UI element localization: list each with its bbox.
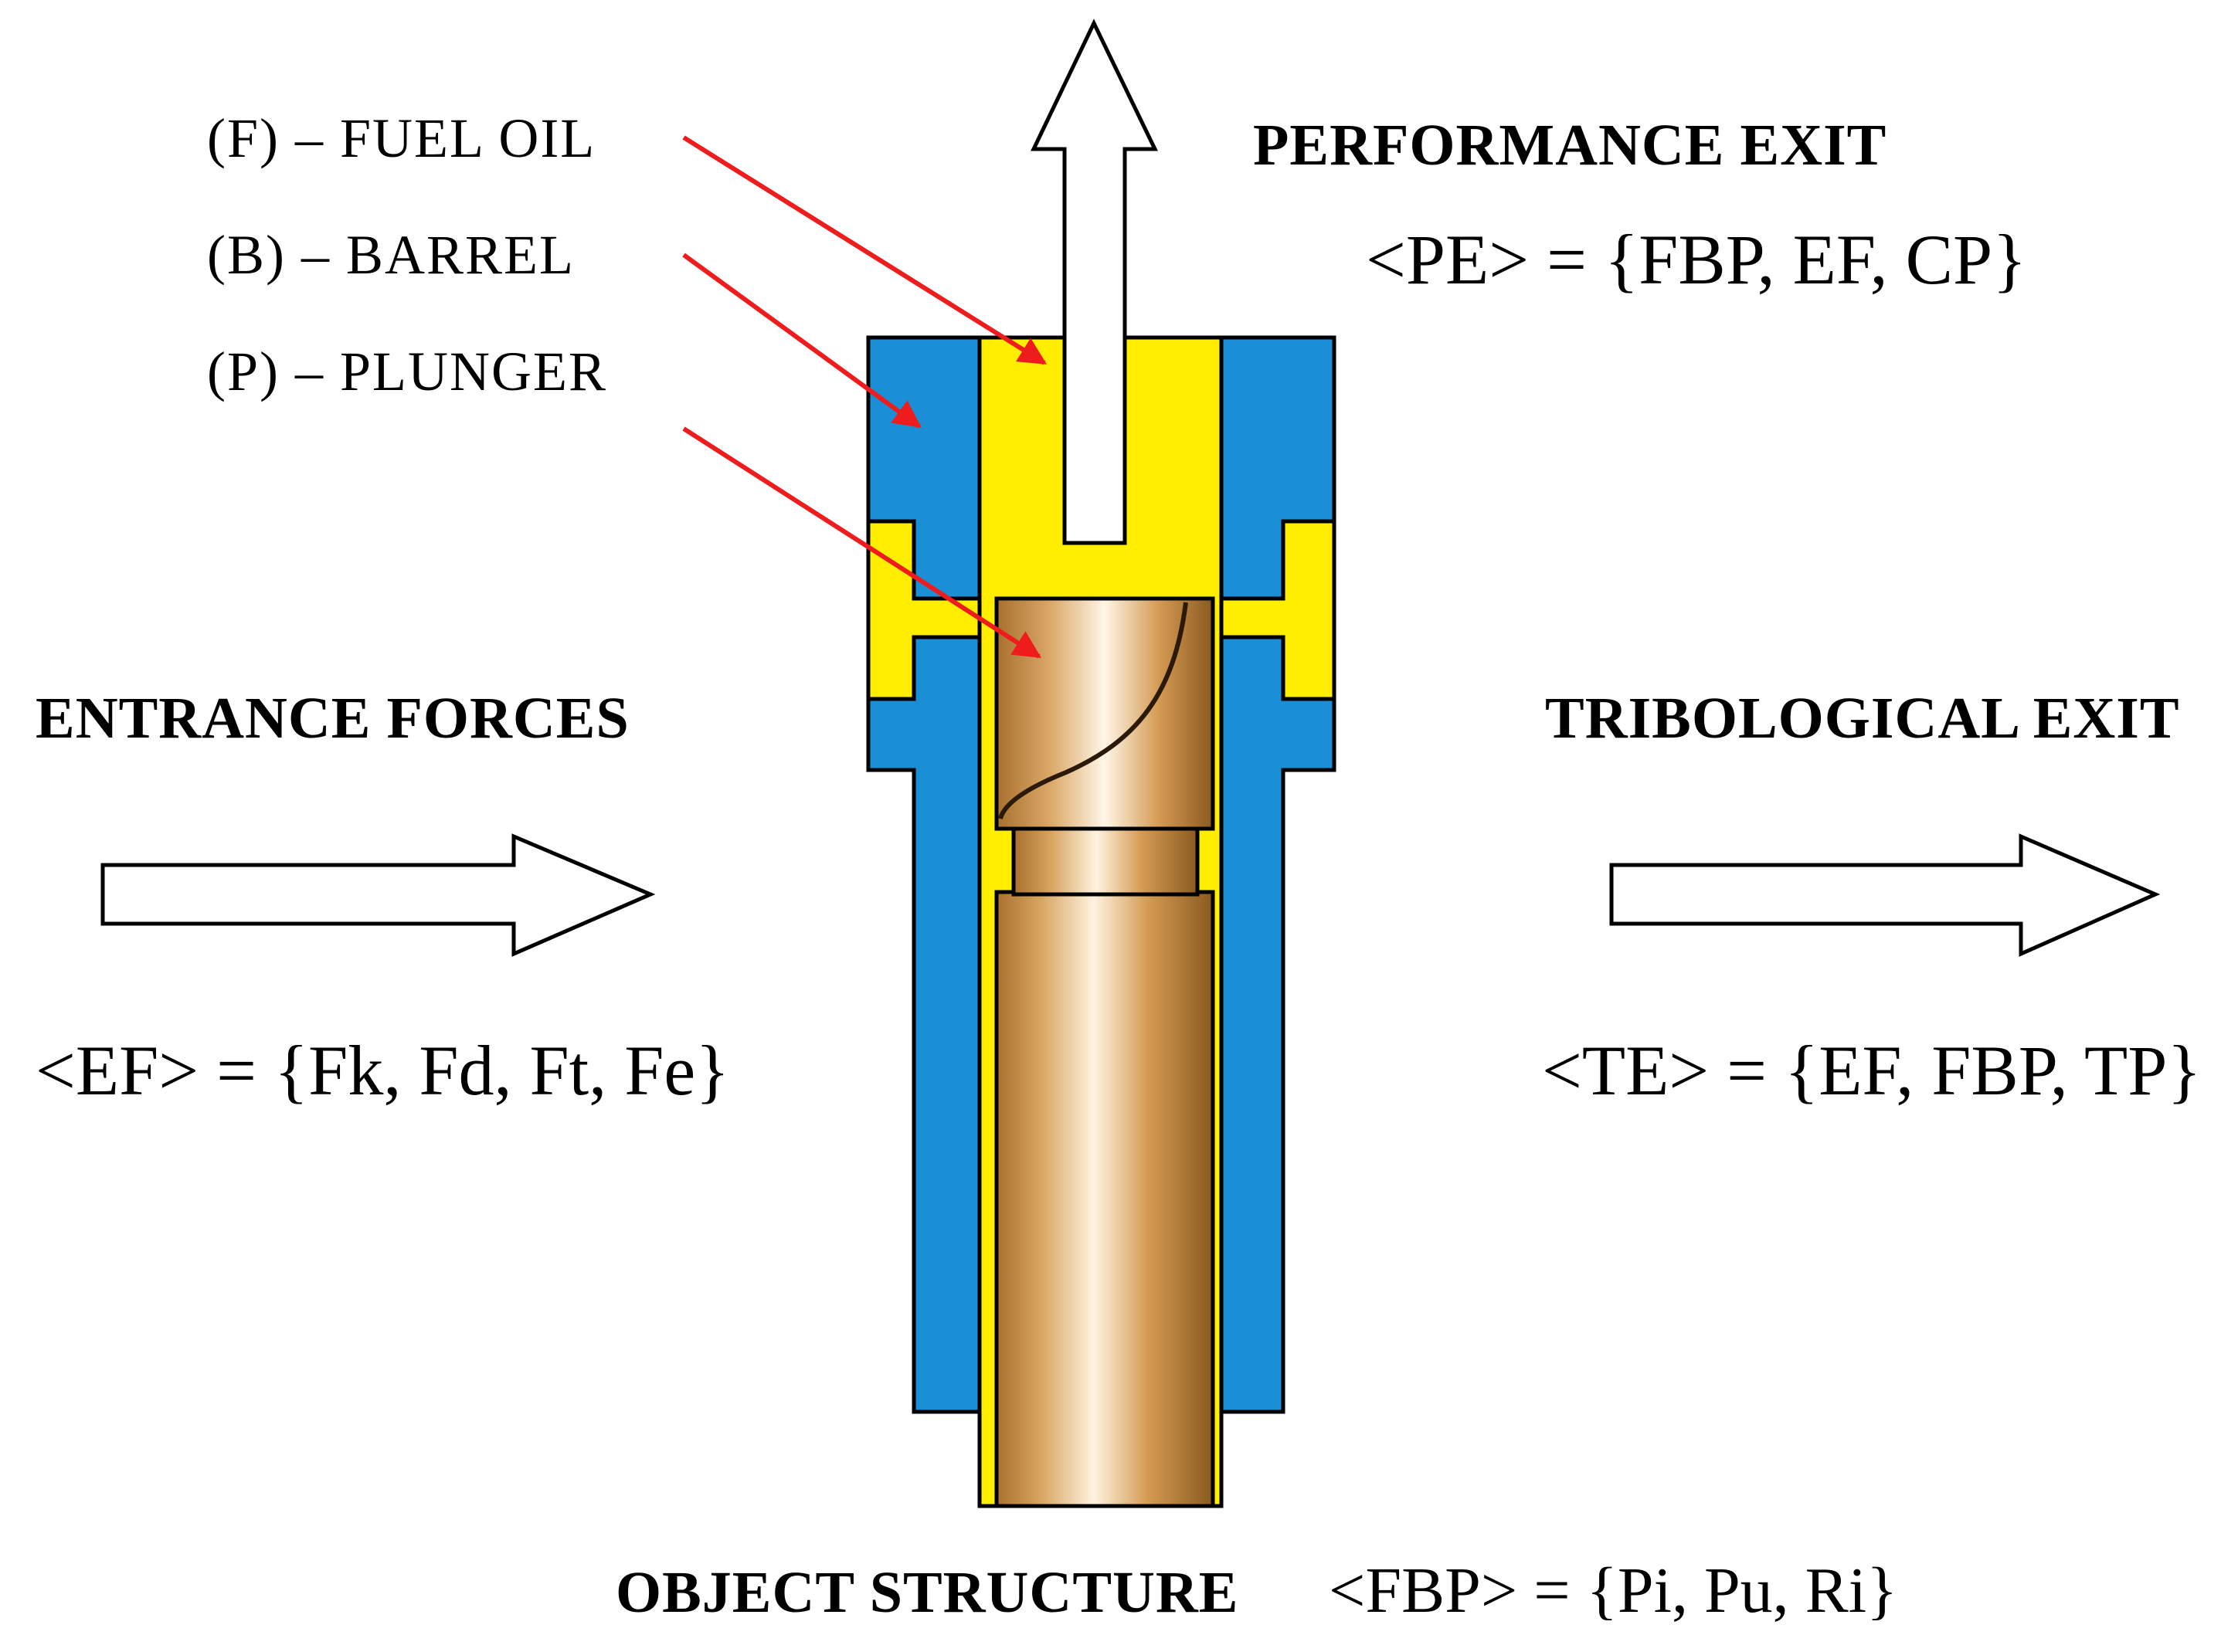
legend-barrel: (B) – BARREL	[207, 224, 576, 286]
barrel-pointer-arrow	[682, 253, 922, 429]
entrance-forces-title: ENTRANCE FORCES	[36, 686, 630, 751]
fuel-port-right	[1219, 519, 1336, 701]
entrance-forces-arrow	[100, 833, 656, 957]
barrel-left-wall	[866, 335, 982, 1414]
tribological-exit-title: TRIBOLOGICAL EXIT	[1545, 686, 2180, 751]
object-structure-title: OBJECT STRUCTURE	[616, 1560, 1239, 1625]
performance-exit-arrow	[1031, 19, 1158, 545]
legend-plunger: (P) – PLUNGER	[207, 341, 608, 402]
performance-exit-title: PERFORMANCE EXIT	[1253, 113, 1887, 178]
plunger-neck	[1011, 824, 1200, 897]
legend-fuel-oil: (F) – FUEL OIL	[207, 107, 596, 169]
tribological-exit-formula: <TE> = {EF, FBP, TP}	[1542, 1031, 2202, 1110]
plunger-helix-groove	[998, 602, 1188, 819]
fuel-oil-pointer-arrow	[682, 135, 1048, 365]
tribological-exit-arrow	[1609, 833, 2161, 957]
object-structure-formula: <FBP> = {Pi, Pu, Ri}	[1329, 1555, 1898, 1627]
entrance-forces-formula: <EF> = {Fk, Fd, Ft, Fe}	[36, 1031, 730, 1110]
plunger-body	[994, 890, 1215, 1508]
plunger-pointer-arrow	[682, 426, 1042, 659]
barrel-right-wall	[1219, 335, 1336, 1414]
performance-exit-formula: <PE> = {FBP, EF, CP}	[1366, 220, 2027, 299]
